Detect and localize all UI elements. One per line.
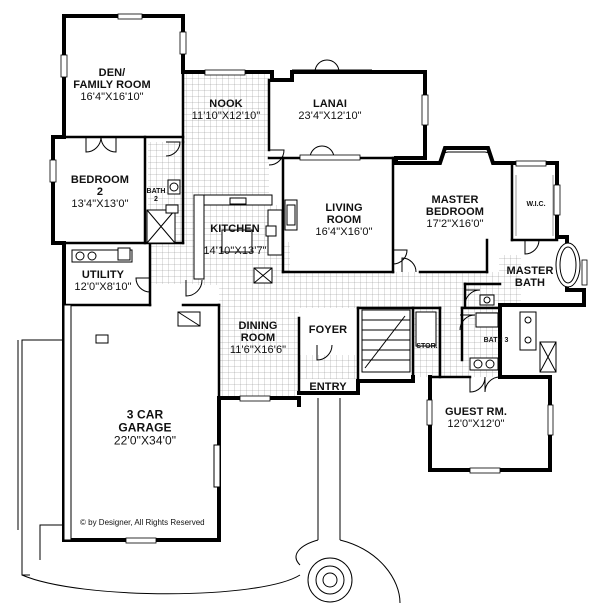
label-bath2: BATH 2 — [147, 188, 166, 204]
room-label-nook: NOOK 11'10"X12'10" — [192, 98, 261, 122]
room-label-den: DEN/ FAMILY ROOM 16'4"X16'10" — [73, 67, 151, 103]
room-name-line: NOOK — [192, 98, 261, 110]
room-name-line: FAMILY ROOM — [73, 79, 151, 91]
room-name-line: DEN/ — [73, 67, 151, 79]
room-name-line: BEDROOM — [426, 206, 484, 218]
room-name-line: LANAI — [298, 98, 361, 110]
room-name-line: MASTER — [506, 265, 553, 277]
room-name-line: ROOM — [230, 332, 286, 344]
room-label-bedroom2: BEDROOM 2 13'4"X13'0" — [71, 174, 129, 210]
room-dimensions: 16'4"X16'0" — [315, 226, 372, 238]
room-label-guest: GUEST RM. 12'0"X12'0" — [445, 406, 507, 430]
room-name-line: GUEST RM. — [445, 406, 507, 418]
room-name-line: BEDROOM — [71, 174, 129, 186]
room-name-line: KITCHEN — [203, 223, 266, 235]
room-dimensions: 22'0"X34'0" — [114, 435, 176, 448]
room-label-kitchen: KITCHEN 14'10"X13'7" — [203, 223, 266, 257]
room-dimensions: 13'4"X13'0" — [71, 198, 129, 210]
room-name-line: MASTER — [426, 194, 484, 206]
room-dimensions: 16'4"X16'10" — [73, 91, 151, 103]
room-label-living: LIVING ROOM 16'4"X16'0" — [315, 202, 372, 238]
room-name-line: DINING — [230, 320, 286, 332]
room-name-line: ROOM — [315, 214, 372, 226]
label-wic: W.I.C. — [526, 201, 545, 209]
room-name-line: LIVING — [315, 202, 372, 214]
room-label-master-bath: MASTER BATH — [506, 265, 553, 289]
room-label-entry: ENTRY — [309, 381, 346, 393]
room-dimensions: 23'4"X12'10" — [298, 110, 361, 122]
room-label-foyer: FOYER — [309, 324, 347, 336]
room-name-line: UTILITY — [74, 269, 131, 281]
room-label-utility: UTILITY 12'0"X8'10" — [74, 269, 131, 293]
master-bay-window — [443, 152, 490, 153]
walkway — [22, 398, 400, 603]
room-dimensions: 11'6"X16'6" — [230, 344, 286, 356]
room-dimensions: 11'10"X12'10" — [192, 110, 261, 122]
room-dimensions: 12'0"X12'0" — [445, 418, 507, 430]
label-bath3: BATH 3 — [484, 337, 509, 345]
room-name-line: BATH — [506, 277, 553, 289]
room-dimensions: 14'10"X13'7" — [203, 245, 266, 257]
bath2-line: 2 — [147, 196, 166, 204]
room-dimensions: 12'0"X8'10" — [74, 281, 131, 293]
room-label-master: MASTER BEDROOM 17'2"X16'0" — [426, 194, 484, 230]
room-label-dining: DINING ROOM 11'6"X16'6" — [230, 320, 286, 356]
room-dimensions: 17'2"X16'0" — [426, 218, 484, 230]
copyright-notice: © by Designer, All Rights Reserved — [80, 518, 205, 527]
room-name-line: FOYER — [309, 324, 347, 336]
room-name-line: ENTRY — [309, 381, 346, 393]
room-label-lanai: LANAI 23'4"X12'10" — [298, 98, 361, 122]
label-stor: STOR. — [416, 343, 437, 351]
room-name-line: 2 — [71, 186, 129, 198]
room-label-garage: 3 CAR GARAGE 22'0"X34'0" — [114, 409, 176, 448]
bath2-line: BATH — [147, 188, 166, 196]
